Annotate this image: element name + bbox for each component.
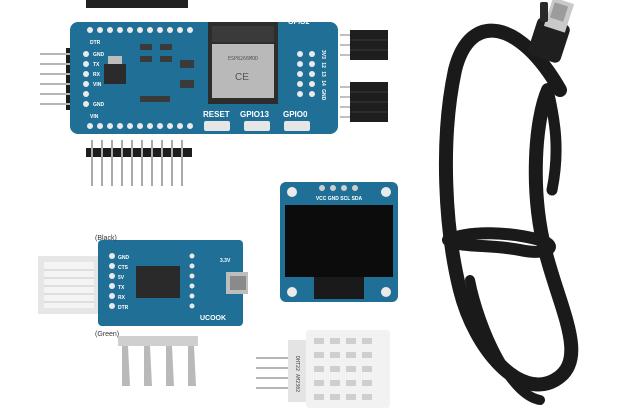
pin-label: CTS	[118, 265, 129, 271]
esp8266-dev-board: ESP8266MOD CE GPIO2 RESET GPIO13 GPIO0 G…	[70, 19, 338, 134]
crimp-terminals	[118, 336, 198, 386]
male-pin-header-horizontal	[86, 140, 192, 186]
gpio13-button	[244, 121, 270, 131]
usb-plug	[528, 0, 575, 63]
oled-display: VCC GND SCL SDA	[280, 182, 398, 302]
dht22-sensor: DHT22 AM2302	[256, 330, 390, 408]
svg-text:CE: CE	[235, 72, 249, 83]
black-wire-label: (Black)	[95, 235, 117, 242]
gpio13-label: GPIO13	[240, 110, 269, 119]
brand-label: UCOOK	[200, 315, 226, 322]
sensor-label: DHT22 AM2302	[294, 356, 300, 392]
pin-label: RX	[118, 295, 126, 301]
pin-label: GND	[118, 255, 130, 261]
pin-label: TX	[118, 285, 125, 291]
vin-label: VIN	[90, 114, 99, 120]
pin-label: VIN	[93, 82, 102, 88]
oled-pin-labels: VCC GND SCL SDA	[316, 196, 363, 202]
dtr-label: DTR	[90, 40, 101, 46]
gpio0-label: GPIO0	[283, 110, 308, 119]
usb-serial-chip	[136, 266, 180, 298]
svg-text:ESP8266MOD: ESP8266MOD	[228, 56, 258, 62]
gpio2-label: GPIO2	[288, 19, 310, 26]
female-header-bottom	[340, 82, 388, 122]
voltage-label: 3.3V	[220, 258, 231, 264]
pin-label: 5V	[118, 275, 125, 281]
green-wire-label: (Green)	[95, 331, 119, 338]
top-header-strip	[86, 0, 188, 8]
right-pin-labels: 3V3 12 13 14 GND	[320, 50, 326, 101]
gpio0-button	[284, 121, 310, 131]
pin-label: RX	[93, 72, 101, 78]
pin-label: GND	[93, 102, 105, 108]
pin-label: TX	[93, 62, 100, 68]
oled-screen	[285, 205, 393, 277]
pin-label: GND	[93, 52, 105, 58]
reset-label: RESET	[203, 110, 230, 119]
esp8266-module: ESP8266MOD CE	[208, 22, 278, 104]
voltage-regulator	[104, 64, 126, 84]
usb-serial-adapter: (Black) (Green) GND CTS 5V TX RX DTR 3.3…	[38, 235, 248, 338]
reset-button	[204, 121, 230, 131]
pin-label: DTR	[118, 305, 129, 311]
usb-plug-ferrite	[540, 2, 548, 22]
female-header-top	[340, 30, 388, 60]
usb-cable	[438, 23, 579, 405]
